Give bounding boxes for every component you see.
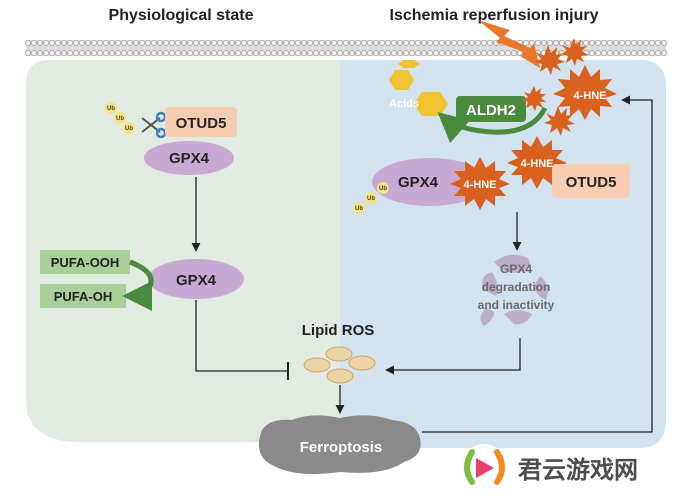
gpx4-degraded-fragments <box>480 254 548 326</box>
degradation-line-3: and inactivity <box>478 298 555 312</box>
gpx4-label-right: GPX4 <box>398 174 439 191</box>
aldh2-label: ALDH2 <box>466 102 516 119</box>
pufa-oh-label: PUFA-OH <box>54 289 113 304</box>
header-physiological-state: Physiological state <box>109 7 254 24</box>
hne-cluster <box>522 38 588 136</box>
otud5-box-left <box>165 107 237 137</box>
lipid-ros-droplets <box>303 346 376 384</box>
pufa-ooh-label: PUFA-OOH <box>51 255 120 270</box>
hne-label-mid: 4-HNE <box>520 158 553 170</box>
header-ischemia-reperfusion: Ischemia reperfusion injury <box>390 7 599 24</box>
ub-label: Ub <box>379 186 387 192</box>
lightning-bolt-icon <box>478 20 540 68</box>
aldh2-conversion-arrow <box>437 106 548 144</box>
ub-label: Ub <box>107 106 115 112</box>
inhibition-line-left <box>195 300 288 372</box>
hne-label-top: 4-HNE <box>573 90 606 102</box>
ferroptosis-cloud <box>258 415 421 474</box>
ferroptosis-label: Ferroptosis <box>300 439 383 456</box>
ub-label: Ub <box>367 196 375 202</box>
hne-star-gpx4 <box>450 157 510 210</box>
degradation-line-1: GPX4 <box>500 262 532 276</box>
ub-chain-left: Ub Ub Ub <box>105 102 135 134</box>
ub-label: Ub <box>116 116 124 122</box>
watermark-logo <box>461 444 507 490</box>
hne-label-gpx4: 4-HNE <box>463 179 496 191</box>
scissors-icon <box>141 111 167 139</box>
hne-star-top <box>553 65 617 120</box>
degradation-line-2: degradation <box>482 280 551 294</box>
gpx4-top-left <box>144 141 234 175</box>
right-panel <box>340 60 666 448</box>
aldh2-box <box>456 96 526 122</box>
otud5-label-right: OTUD5 <box>566 174 617 191</box>
left-panel <box>26 60 340 442</box>
acids-label: Acids <box>389 98 419 110</box>
ub-chain-right: Ub Ub Ub <box>353 182 389 214</box>
pufa-ooh-box <box>40 250 130 274</box>
arrow-degradation-to-ros <box>385 338 521 375</box>
otud5-box-right <box>552 164 630 198</box>
lipid-ros-label: Lipid ROS <box>302 322 375 339</box>
gpx4-mid-left <box>148 259 244 299</box>
ub-label: Ub <box>355 206 363 212</box>
gpx4-label-mid-left: GPX4 <box>176 272 217 289</box>
ub-label: Ub <box>125 126 133 132</box>
watermark-text: 君云游戏网 <box>518 456 638 484</box>
feedback-arrow <box>422 95 653 433</box>
pufa-oh-box <box>40 284 126 308</box>
gpx4-label-top-left: GPX4 <box>169 150 210 167</box>
otud5-label-left: OTUD5 <box>176 115 227 132</box>
pufa-conversion-arrow <box>122 259 154 311</box>
acids-hexagons <box>389 60 448 116</box>
